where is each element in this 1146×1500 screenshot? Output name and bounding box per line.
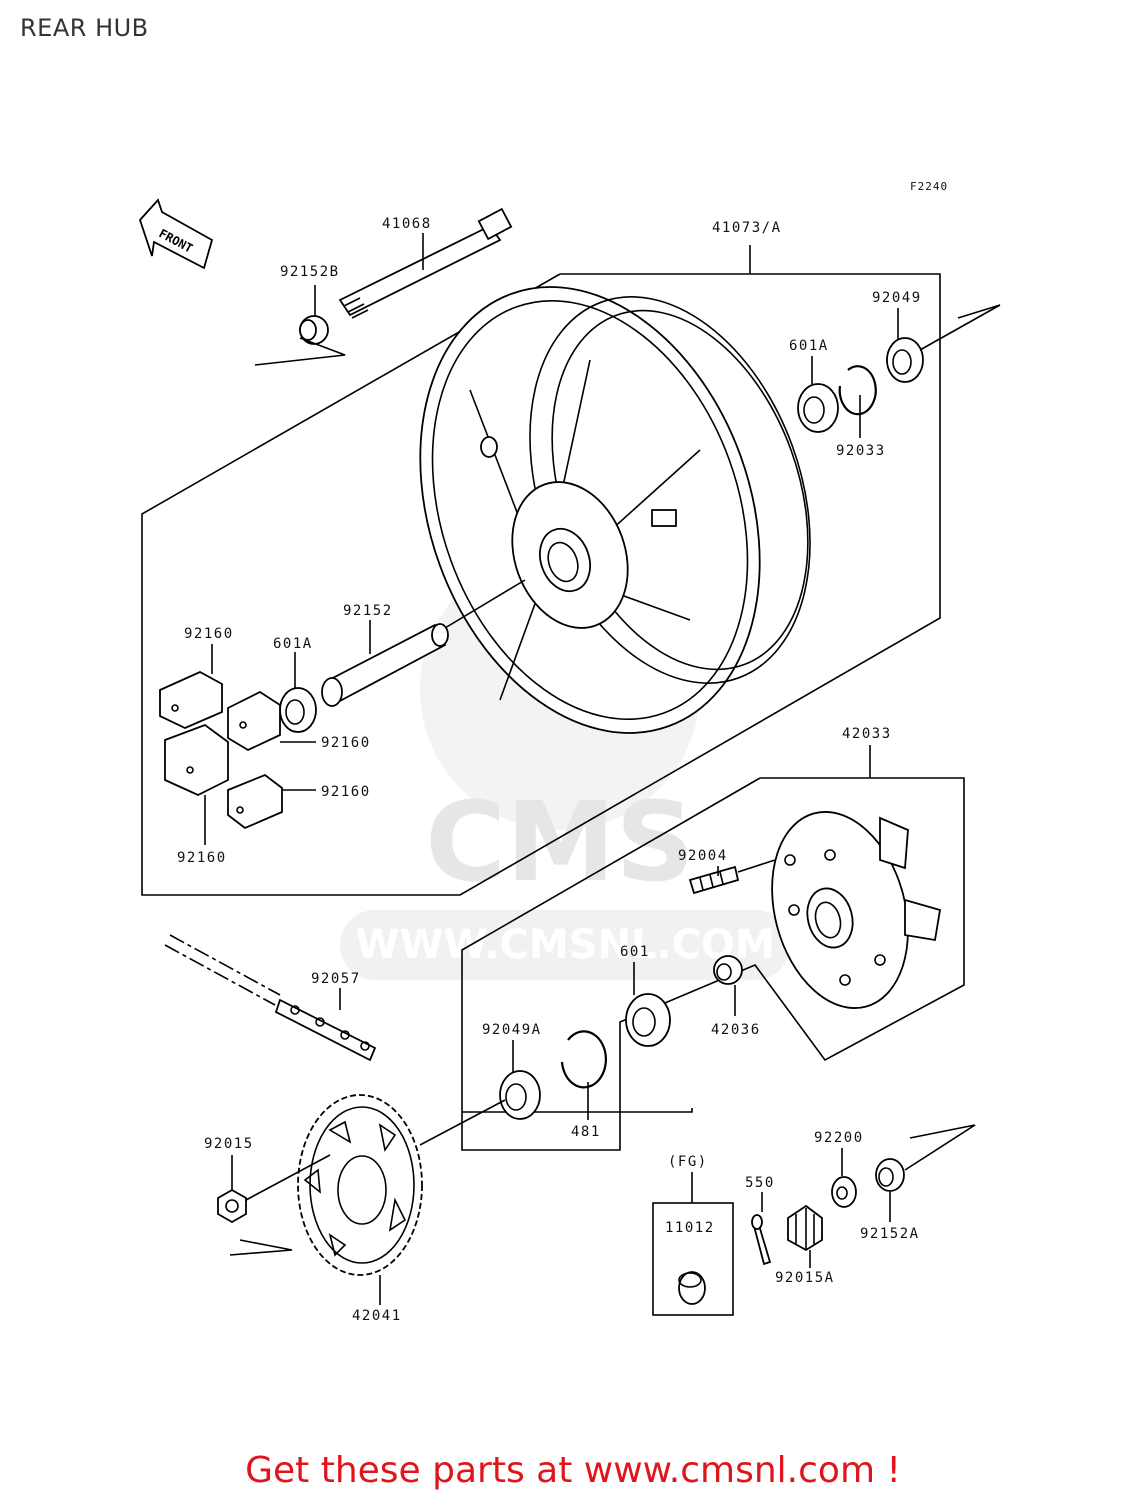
- chain-92057: [164, 934, 377, 1062]
- label-92152: 92152: [343, 603, 393, 619]
- collar-92152b: [299, 315, 329, 345]
- cap-11012: [678, 1271, 706, 1305]
- axis-line-center: [444, 579, 526, 629]
- label-92160-b: 92160: [321, 735, 371, 751]
- label-601a-mid: 601A: [273, 636, 313, 652]
- label-481: 481: [571, 1124, 601, 1140]
- label-92015a: 92015A: [775, 1270, 835, 1286]
- nut-92015: [217, 1188, 247, 1224]
- damper-rubbers-92160: [159, 670, 283, 830]
- label-41073a: 41073/A: [712, 220, 782, 236]
- label-fg: (FG): [668, 1154, 708, 1170]
- cta-link[interactable]: Get these parts at www.cmsnl.com !: [245, 1450, 901, 1491]
- rear-wheel: [419, 286, 811, 734]
- seal-92049: [886, 337, 924, 383]
- bearing-601a-mid: [279, 687, 317, 733]
- watermark-brand: CMS: [425, 778, 694, 906]
- label-92004: 92004: [678, 848, 728, 864]
- axle-41068: [338, 207, 513, 319]
- label-550: 550: [745, 1175, 775, 1191]
- label-92057: 92057: [311, 971, 361, 987]
- label-11012: 11012: [665, 1220, 715, 1236]
- label-92160-d: 92160: [177, 850, 227, 866]
- rear-hub-exploded-diagram: CMS WWW.CMSNL.COM F2240 FRONT: [138, 180, 1001, 1324]
- label-601a-top: 601A: [789, 338, 829, 354]
- axis-line-bottom: [229, 1239, 293, 1256]
- label-601: 601: [620, 944, 650, 960]
- axis-stud: [737, 859, 776, 873]
- figure-code: F2240: [910, 180, 948, 193]
- collar-42036: [713, 955, 743, 985]
- label-92049: 92049: [872, 290, 922, 306]
- axis-line-bottom-right: [904, 1124, 976, 1171]
- label-42033: 42033: [842, 726, 892, 742]
- axis-line-left: [254, 337, 346, 366]
- page-title: REAR HUB: [20, 14, 149, 42]
- label-92152b: 92152B: [280, 264, 340, 280]
- seal-92049a: [499, 1070, 541, 1120]
- label-92160-a: 92160: [184, 626, 234, 642]
- label-92152a: 92152A: [860, 1226, 920, 1242]
- bearing-601: [625, 993, 671, 1047]
- wheel-group-outline: [141, 273, 941, 896]
- label-92200: 92200: [814, 1130, 864, 1146]
- collar-92152a: [875, 1158, 905, 1192]
- circlip-481: [560, 1030, 607, 1089]
- label-92160-c: 92160: [321, 784, 371, 800]
- axis-nut: [245, 1154, 331, 1201]
- axis-sprocket: [419, 1099, 506, 1146]
- fg-box: [652, 1202, 734, 1316]
- label-92049a: 92049A: [482, 1022, 542, 1038]
- watermark-url: WWW.CMSNL.COM: [355, 922, 775, 968]
- collar-92152: [321, 623, 449, 707]
- coupling-group-inner: [462, 1108, 693, 1113]
- label-42036: 42036: [711, 1022, 761, 1038]
- front-arrow-icon: FRONT: [138, 198, 214, 270]
- washer-92200: [831, 1176, 857, 1208]
- cotter-pin-550: [751, 1214, 772, 1266]
- label-41068: 41068: [382, 216, 432, 232]
- castle-nut-92015a: [787, 1204, 823, 1252]
- label-42041: 42041: [352, 1308, 402, 1324]
- bearing-601a-top: [797, 383, 839, 433]
- axis-line-right: [919, 304, 1001, 351]
- sprocket-42041: [297, 1094, 423, 1276]
- circlip-92033: [838, 365, 877, 416]
- coupling-group-outline: [461, 777, 965, 1151]
- stud-92004: [688, 865, 740, 895]
- coupling-42033: [771, 811, 942, 1009]
- label-92033: 92033: [836, 443, 886, 459]
- label-92015: 92015: [204, 1136, 254, 1152]
